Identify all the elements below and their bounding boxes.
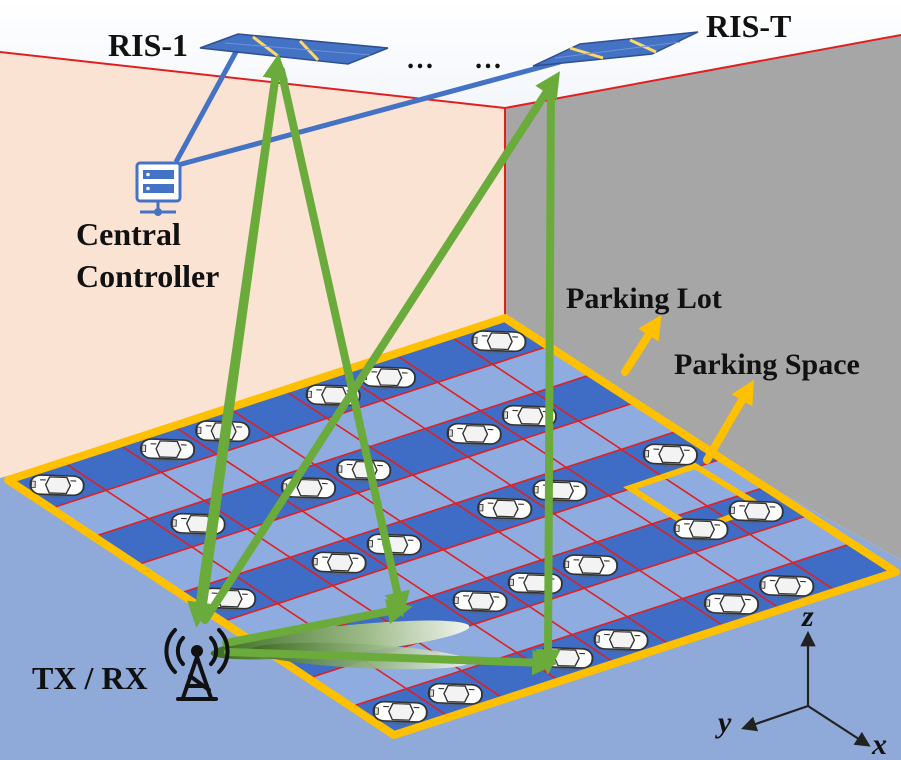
server-icon: [135, 161, 182, 216]
ellipsis-right: …: [474, 44, 504, 75]
parking-lot-pointer: [621, 314, 662, 376]
controller-label-line1: Central: [76, 216, 181, 252]
grid-line: [173, 425, 561, 682]
signal-paths: [187, 53, 561, 676]
axis-z-label: z: [802, 600, 814, 633]
txrx-label: TX / RX: [32, 660, 148, 696]
parking-space-pointer: [703, 379, 755, 464]
axis-x-label: x: [872, 728, 887, 760]
beam-ris1-to-car: [277, 66, 410, 618]
parking-lot-label: Parking Lot: [566, 282, 722, 315]
grid-line: [179, 430, 677, 595]
grid-line: [93, 373, 592, 538]
axis-y-line: [741, 704, 809, 732]
grid-line: [283, 389, 671, 646]
grid-line: [338, 371, 726, 628]
grid-line: [62, 461, 450, 718]
ris-last-label: RIS-T: [706, 8, 792, 44]
beam-tx-to-rist: [201, 71, 560, 624]
ellipsis-left: …: [406, 44, 436, 75]
control-link-ris1: [173, 48, 240, 164]
ris-panel-icon: [199, 33, 389, 65]
controller-label-line2: Controller: [76, 258, 220, 294]
right-wall: [505, 35, 901, 560]
axes: [741, 630, 871, 747]
beam-tx-to-car-b: [224, 648, 558, 676]
ceiling: [0, 0, 901, 108]
beam-ris1-to-tx: [187, 62, 281, 628]
antenna-icon: [164, 628, 230, 701]
grid-line: [350, 543, 849, 708]
ris-first-label: RIS-1: [108, 27, 189, 63]
grid-line: [449, 335, 837, 592]
beam-tx-to-car-a: [222, 598, 413, 647]
axis-x-line: [807, 705, 871, 747]
grid-line: [394, 353, 781, 610]
ris-panel-icon: [532, 31, 699, 67]
control-link-rist: [177, 59, 561, 168]
beam-rist-to-car: [535, 80, 561, 675]
controller-label: Central Controller: [76, 213, 219, 297]
grid-line: [50, 345, 549, 510]
parking-space-label: Parking Space: [674, 348, 860, 381]
axis-y-label: y: [718, 706, 732, 739]
